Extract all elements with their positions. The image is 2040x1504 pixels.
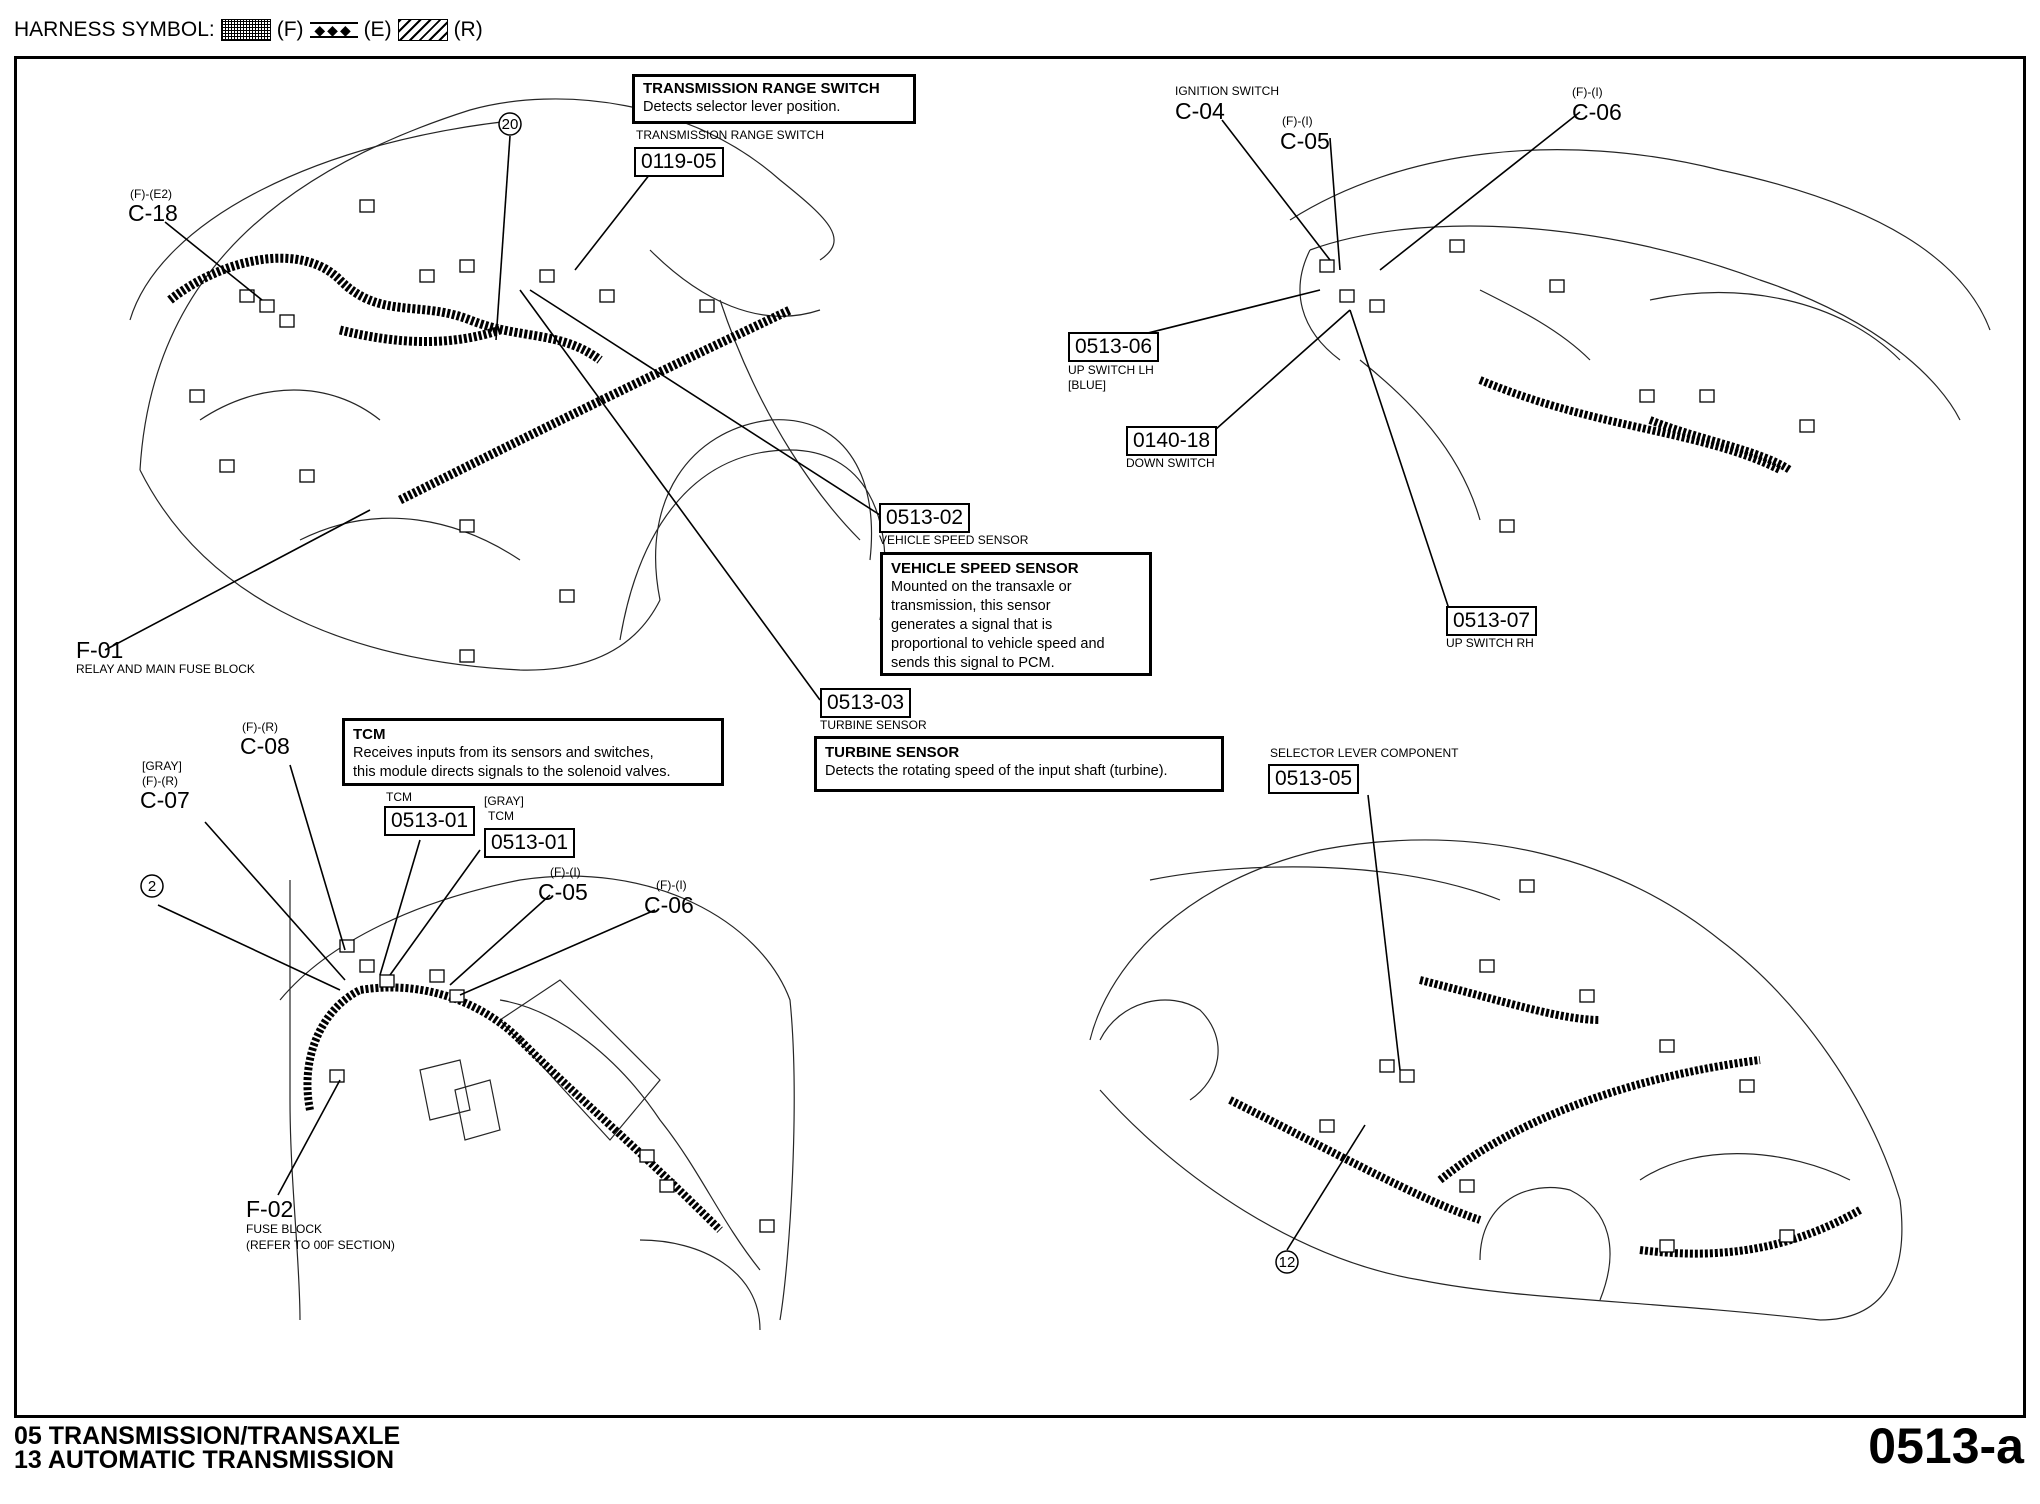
tcm-desc-line-1: Receives inputs from its sensors and swi… [353, 745, 654, 761]
tcm-title: TCM [353, 726, 386, 743]
cowl-harness [303, 983, 723, 1233]
vss-desc-line-5: sends this signal to PCM. [891, 655, 1055, 671]
c05-cowl-connector: C-05 [538, 879, 588, 905]
harness-f-swatch [220, 19, 271, 41]
vss-description-box: VEHICLE SPEED SENSOR Mounted on the tran… [880, 552, 1152, 676]
c05-dash-code: (F)-(I) [1282, 114, 1313, 128]
footer-line-1: 05 TRANSMISSION/TRANSAXLE [14, 1422, 401, 1450]
c06-cowl-connector: C-06 [644, 892, 694, 918]
harness-r-label: (R) [453, 18, 483, 41]
page-id: 0513-a [1868, 1418, 2024, 1474]
c04-connector: C-04 [1175, 98, 1225, 124]
turbine-description-box: TURBINE SENSOR Detects the rotating spee… [814, 736, 1224, 792]
f01-label: RELAY AND MAIN FUSE BLOCK [76, 662, 255, 676]
trs-label: TRANSMISSION RANGE SWITCH [636, 128, 825, 142]
tcm-a-label: TCM [386, 790, 412, 804]
vss-tag[interactable]: 0513-02 [879, 503, 971, 533]
tcm-a-tag[interactable]: 0513-01 [384, 806, 476, 836]
c08-connector: C-08 [240, 733, 290, 759]
up-switch-rh-label: UP SWITCH RH [1446, 636, 1534, 650]
c06-cowl-code: (F)-(I) [656, 878, 687, 892]
c06-dash-connector: C-06 [1572, 99, 1622, 125]
turbine-title: TURBINE SENSOR [825, 744, 960, 761]
c07-connector: C-07 [140, 787, 190, 813]
callout-circles [140, 112, 1299, 1274]
harness-e-label: (E) [363, 18, 392, 41]
vss-desc-line-1: Mounted on the transaxle or [891, 579, 1072, 595]
trs-title: TRANSMISSION RANGE SWITCH [643, 80, 880, 97]
f02-note: (REFER TO 00F SECTION) [246, 1238, 395, 1252]
callout-20: 20 [502, 116, 519, 133]
harness-f-label: (F) [276, 18, 304, 41]
down-switch-tag[interactable]: 0140-18 [1126, 426, 1218, 456]
trs-tag[interactable]: 0119-05 [634, 147, 724, 177]
vss-desc-line-3: generates a signal that is [891, 617, 1053, 633]
turbine-desc: Detects the rotating speed of the input … [825, 763, 1168, 779]
cowl-connectors [329, 939, 775, 1233]
vss-desc-line-4: proportional to vehicle speed and [891, 636, 1105, 652]
tcm-desc-line-2: this module directs signals to the solen… [353, 764, 671, 780]
c18-code: (F)-(E2) [130, 187, 172, 201]
dashboard-outline [1289, 149, 1991, 521]
tcm-b-tag[interactable]: 0513-01 [484, 828, 576, 858]
cowl-outline [279, 875, 795, 1331]
vss-title: VEHICLE SPEED SENSOR [891, 560, 1079, 577]
dash-harness [1478, 376, 1793, 474]
harness-symbol-legend: HARNESS SYMBOL: (F) ◆◆◆ (E) (R) [14, 18, 483, 42]
vss-label: VEHICLE SPEED SENSOR [879, 533, 1029, 547]
c07-color: [GRAY] [142, 759, 182, 773]
c06-dash-code: (F)-(I) [1572, 85, 1603, 99]
turbine-tag[interactable]: 0513-03 [820, 688, 912, 718]
trs-description-box: TRANSMISSION RANGE SWITCH Detects select… [632, 74, 916, 124]
harness-e-swatch: ◆◆◆ [309, 22, 358, 38]
up-switch-lh-label: UP SWITCH LH [1068, 363, 1154, 377]
c07-code: (F)-(R) [142, 774, 178, 788]
footer-line-2: 13 AUTOMATIC TRANSMISSION [14, 1446, 395, 1474]
front-car-outline [129, 98, 886, 671]
rear-harness [1228, 976, 1862, 1258]
c05-dash-connector: C-05 [1280, 128, 1330, 154]
callout-2: 2 [148, 878, 156, 895]
tcm-description-box: TCM Receives inputs from its sensors and… [342, 718, 724, 786]
f02-label: FUSE BLOCK [246, 1222, 323, 1236]
front-harness-main [167, 253, 792, 505]
trs-desc: Detects selector lever position. [643, 99, 841, 115]
diagram-frame [14, 56, 2026, 1418]
up-switch-rh-tag[interactable]: 0513-07 [1446, 606, 1538, 636]
selector-lever-tag[interactable]: 0513-05 [1268, 764, 1360, 794]
tcm-b-color: [GRAY] [484, 794, 524, 808]
down-switch-label: DOWN SWITCH [1126, 456, 1215, 470]
vss-desc-line-2: transmission, this sensor [891, 598, 1051, 614]
c18-connector: C-18 [128, 200, 178, 226]
turbine-label: TURBINE SENSOR [820, 718, 927, 732]
up-switch-lh-tag[interactable]: 0513-06 [1068, 332, 1160, 362]
f02-connector: F-02 [246, 1196, 294, 1222]
c05-cowl-code: (F)-(I) [550, 865, 581, 879]
rear-car-outline [1089, 839, 1903, 1321]
rear-connectors [1319, 879, 1795, 1253]
up-switch-lh-color: [BLUE] [1068, 378, 1107, 392]
selector-lever-label: SELECTOR LEVER COMPONENT [1270, 746, 1459, 760]
c04-label: IGNITION SWITCH [1175, 84, 1279, 98]
footer-section-titles: 05 TRANSMISSION/TRANSAXLE 13 AUTOMATIC T… [14, 1422, 401, 1474]
harness-symbol-label: HARNESS SYMBOL: [14, 18, 215, 41]
callout-12: 12 [1279, 1254, 1296, 1271]
tcm-b-label: TCM [488, 809, 514, 823]
leader-lines [104, 111, 1581, 1251]
f01-connector: F-01 [76, 637, 124, 663]
c08-code: (F)-(R) [242, 720, 278, 734]
harness-r-swatch [397, 19, 448, 41]
dash-connectors [1319, 239, 1815, 533]
front-connectors [189, 199, 715, 663]
